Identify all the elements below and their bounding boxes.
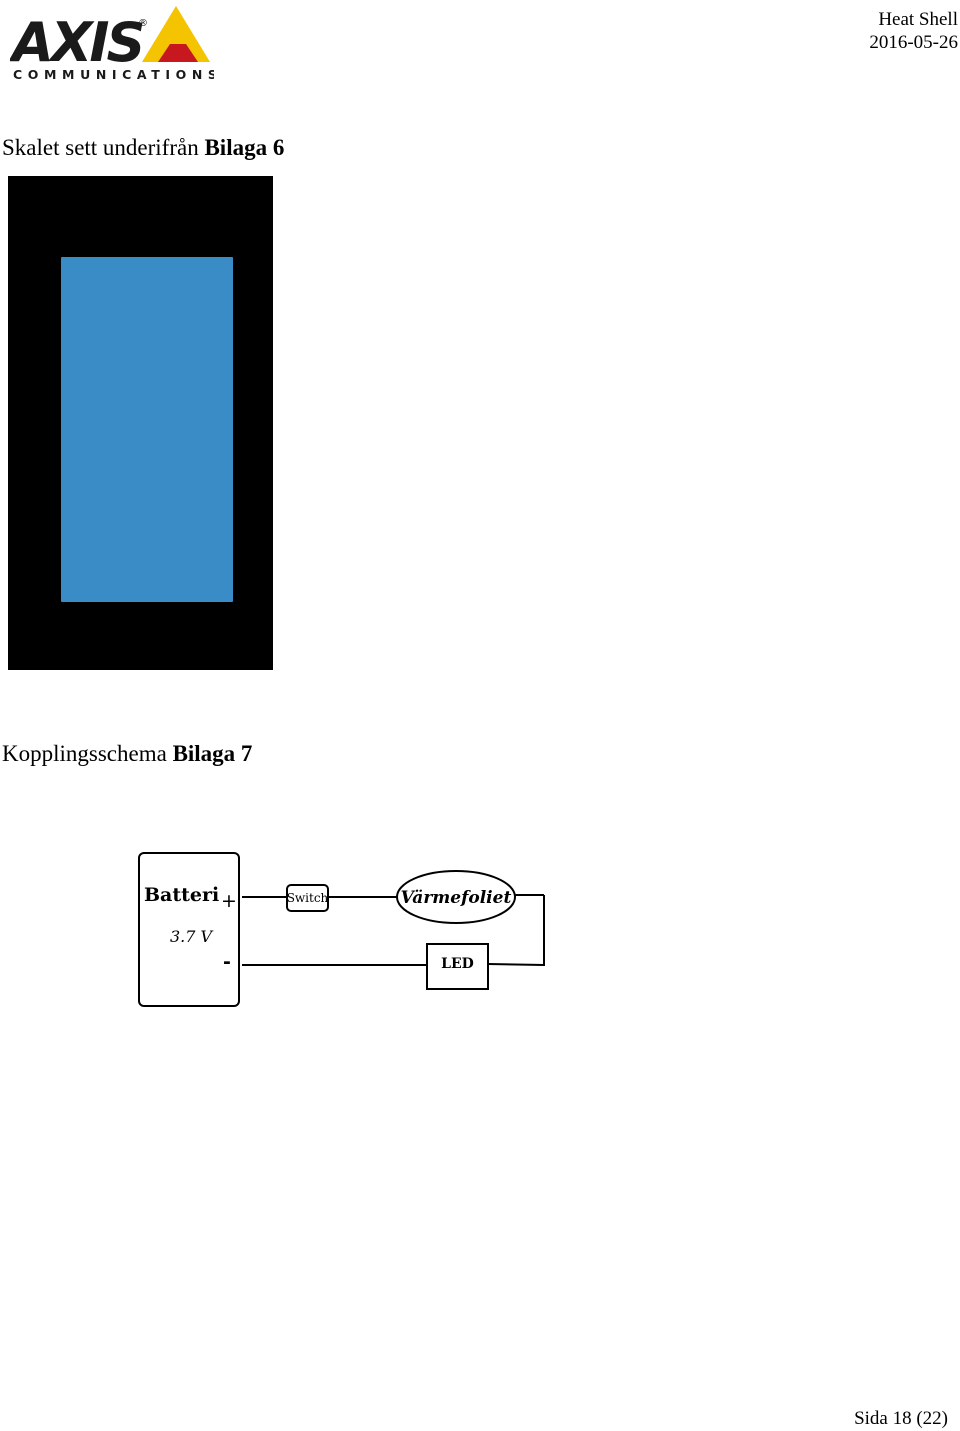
section-title-appendix: Bilaga 6 <box>204 135 285 160</box>
heating-panel <box>61 257 233 602</box>
logo-triangle <box>142 6 210 62</box>
battery-minus-terminal: - <box>223 951 231 973</box>
section-title-text: Skalet sett underifrån <box>2 135 205 160</box>
section-title-bilaga-6: Skalet sett underifrån Bilaga 6 <box>2 134 284 162</box>
shell-bottom-view-figure <box>8 176 273 670</box>
logo-registered: ® <box>138 18 148 29</box>
document-header: Heat Shell 2016-05-26 <box>869 8 958 54</box>
led-box <box>426 943 489 990</box>
battery-voltage: 3.7 V <box>170 927 214 946</box>
led-label: LED <box>441 956 474 972</box>
battery-box <box>138 852 240 1007</box>
section-title-text: Kopplingsschema <box>2 741 173 766</box>
heating-foil-label: Värmefoliet <box>401 888 512 908</box>
document-title: Heat Shell <box>878 9 958 30</box>
logo-triangle-shade <box>158 44 198 62</box>
page-number: Sida 18 (22) <box>854 1408 948 1429</box>
switch-label: Switch <box>287 891 329 905</box>
battery-label: Batteri <box>144 884 219 906</box>
section-title-appendix: Bilaga 7 <box>172 741 253 766</box>
axis-logo-graphic: AXIS ® COMMUNICATIONS <box>10 6 214 82</box>
logo-brand: AXIS <box>10 11 143 74</box>
logo-tagline: COMMUNICATIONS <box>13 67 214 82</box>
wiring-diagram: Batteri 3.7 V + - Switch Värmefoliet LED <box>130 845 560 1015</box>
document-date: 2016-05-26 <box>869 32 958 53</box>
wire-rail-to-led <box>487 963 545 966</box>
section-title-bilaga-7: Kopplingsschema Bilaga 7 <box>2 740 252 768</box>
axis-logo: AXIS ® COMMUNICATIONS <box>10 4 214 84</box>
battery-plus-terminal: + <box>221 890 237 912</box>
heating-foil <box>396 870 516 924</box>
wiring-diagram-svg: Batteri 3.7 V + - Switch Värmefoliet LED <box>138 852 545 1007</box>
